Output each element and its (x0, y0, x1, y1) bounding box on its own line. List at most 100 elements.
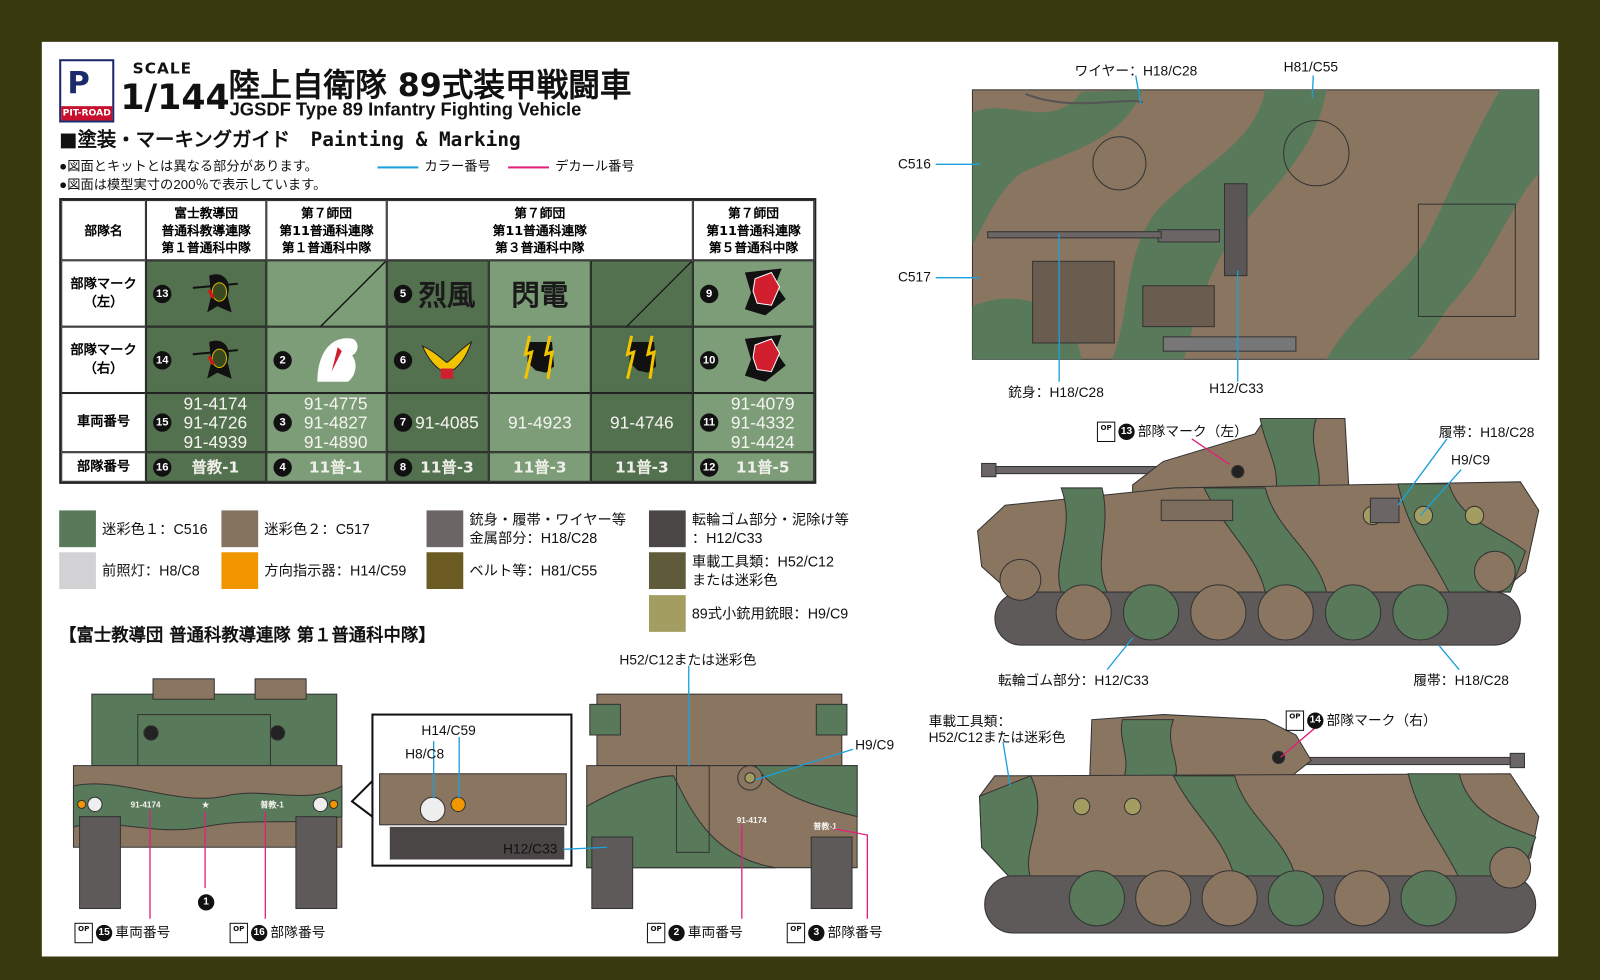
optional-decal-icon: OP (74, 923, 93, 944)
table-cell: 91-4923 (488, 393, 591, 453)
turn-signal-icon (450, 796, 466, 813)
table-cell (488, 326, 591, 394)
optional-decal-icon: OP (1096, 422, 1116, 443)
swatch-label-line: 前照灯：H8/C8 (102, 562, 200, 579)
swatch-label-line: 迷彩色１：C516 (102, 520, 208, 537)
right-side-view-drawing (979, 714, 1540, 934)
front-decal-1: 1 (195, 893, 217, 911)
header-line: 第７師団 (301, 205, 353, 221)
vehicle-number: 91-4726 (183, 412, 248, 433)
color-swatch (221, 552, 259, 590)
top-tool (1223, 183, 1248, 277)
callout-wire: ワイヤー：H18/C28 (1074, 63, 1198, 79)
row-label: 部隊マーク（左） (61, 260, 146, 327)
color-swatch-label: 迷彩色１：C516 (102, 520, 208, 538)
row-label-line: 車両番号 (77, 414, 131, 430)
decal-number-badge: 6 (393, 350, 413, 370)
callout-h9-side: H9/C9 (1451, 452, 1491, 468)
front-decal-vehicle-no: 91-4174 (131, 800, 161, 809)
table-cell: 9 (692, 260, 815, 327)
callout-h12-top: H12/C33 (1209, 380, 1264, 397)
vehicle-number-list: 91-4923 (508, 413, 572, 432)
road-wheels (999, 550, 1516, 641)
knight-emblem-icon (187, 332, 244, 388)
row-label: 部隊マーク（右） (61, 326, 146, 394)
svg-text:★: ★ (201, 800, 210, 809)
swatch-label-line: ：H12/C33 (691, 529, 763, 547)
column-header: 第７師団第11普通科連隊第５普通科中隊 (692, 200, 815, 261)
header-line: 富士教導団 (174, 205, 239, 221)
callout-label: 部隊マーク（左） (1137, 423, 1248, 439)
swatch-label-line: 89式小銃用銃眼：H9/C9 (691, 605, 849, 622)
table-cell: 閃電 (488, 260, 591, 327)
unit-number: 11普-5 (735, 458, 790, 477)
decal-number-badge: 10 (699, 350, 719, 370)
decal-number-badge: 14 (153, 350, 172, 370)
table-cell: 10 (692, 326, 815, 394)
left-side-view-drawing (977, 418, 1540, 646)
color-swatch (648, 552, 686, 590)
knight-emblem-icon (187, 265, 244, 321)
headlight-icon (419, 796, 446, 823)
column-header: 第７師団第11普通科連隊第１普通科中隊 (266, 200, 387, 261)
unit-kanji-mark: 烈風 (418, 278, 476, 312)
rear-view-drawing: 91-4174 普教-1 (586, 693, 858, 910)
page-subtitle: JGSDF Type 89 Infantry Fighting Vehicle (229, 99, 582, 120)
table-cell: 13 (145, 260, 267, 327)
callout-barrel: 銃身：H18/C28 (1008, 384, 1104, 401)
color-swatch (426, 510, 464, 548)
table-corner: 部隊名 (61, 200, 146, 261)
top-barrel (987, 231, 1162, 239)
vehicle-number: 91-4939 (183, 432, 248, 452)
row-label-line: （右） (83, 360, 124, 377)
decal-number-badge: 2 (273, 350, 292, 370)
header-line: 第３普通科中隊 (495, 239, 585, 256)
callout-label: 部隊番号 (827, 924, 883, 941)
vehicle-number: 91-4174 (183, 393, 248, 413)
callout-belt: H81/C55 (1283, 59, 1339, 75)
front-decal-unit-no: 普教-1 (260, 799, 284, 809)
color-leader-lines (433, 75, 1462, 850)
rear-decal-vehicle-no: 91-4174 (737, 816, 767, 825)
vehicle-number: 91-4890 (303, 432, 368, 452)
row-label-line: 部隊番号 (77, 458, 131, 475)
page-title: 陸上自衛隊 89式装甲戦闘車 (228, 67, 632, 105)
swatch-label-line: 車載工具類：H52/C12 (691, 553, 834, 570)
yellow-eagle-emblem-icon (418, 332, 475, 388)
legend-color-label: カラー番号 (424, 158, 491, 174)
table-cell-not-applicable (590, 260, 693, 362)
side-unit-mark-left (1231, 464, 1245, 479)
panther-lightning-emblem-icon (519, 332, 560, 388)
decal-number-badge: 13 (1118, 424, 1135, 441)
color-swatch-label: 転輪ゴム部分・泥除け等：H12/C33 (692, 510, 849, 547)
decal-number-badge: 1 (197, 893, 215, 911)
headlight-detail-inset (350, 713, 573, 867)
table-cell: 11普-3 (488, 452, 591, 482)
color-swatch-label: 銃身・履帯・ワイヤー等金属部分：H18/C28 (469, 510, 626, 547)
callout-c516: C516 (897, 156, 931, 172)
color-swatch (426, 552, 464, 590)
callout-rear-tools: H52/C12または迷彩色 (619, 652, 757, 668)
row-label: 車両番号 (61, 393, 146, 453)
optional-decal-icon: OP (229, 923, 248, 944)
header-line: 第５普通科中隊 (708, 239, 799, 256)
vehicle-number: 91-4085 (415, 412, 479, 433)
color-swatch (221, 510, 259, 548)
swatch-label-line: 転輪ゴム部分・泥除け等 (691, 511, 849, 528)
swatch-label-line: 銃身・履帯・ワイヤー等 (469, 511, 627, 528)
vehicle-number: 91-4746 (609, 412, 674, 433)
callout-rear-h12: H12/C33 (503, 841, 558, 857)
color-swatch-label: 迷彩色２：C517 (264, 520, 370, 538)
